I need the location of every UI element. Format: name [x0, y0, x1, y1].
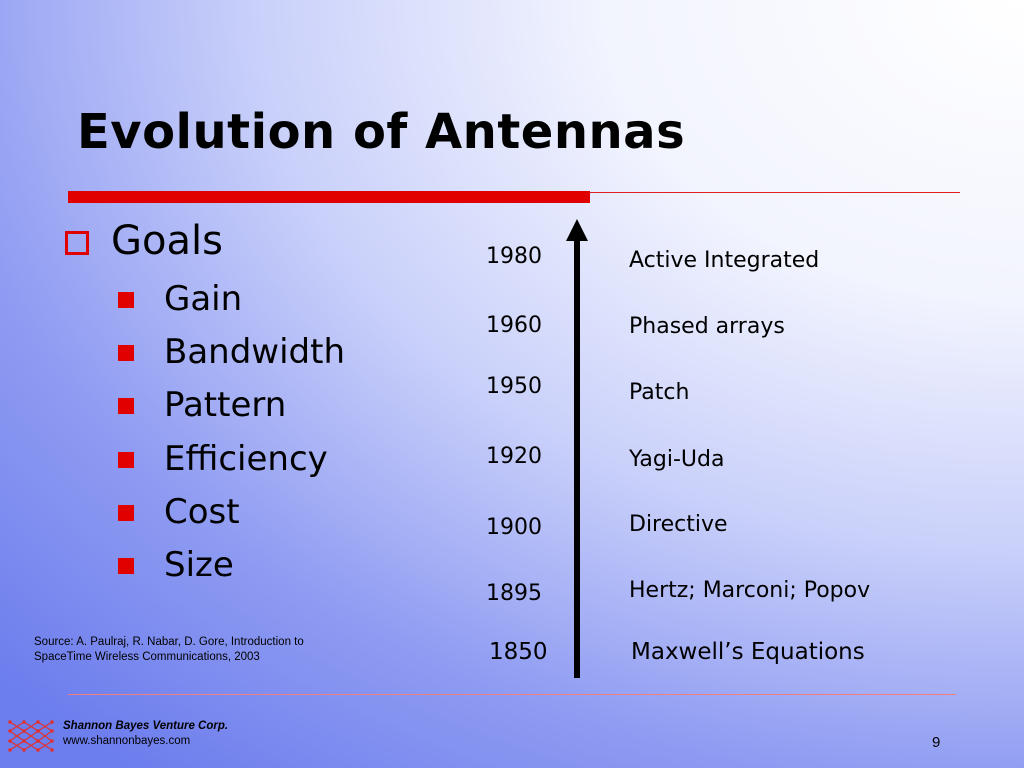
- list-item: Efficiency: [118, 432, 345, 485]
- timeline-event: Directive: [629, 512, 728, 537]
- source-citation-line: SpaceTime Wireless Communications, 2003: [34, 651, 260, 663]
- timeline-event: Phased arrays: [629, 314, 785, 339]
- square-bullet-icon: [118, 451, 134, 468]
- square-bullet-icon: [118, 398, 134, 415]
- source-citation-line: Source: A. Paulraj, R. Nabar, D. Gore, I…: [34, 636, 304, 648]
- list-item: Cost: [118, 485, 345, 538]
- goal-label: Bandwidth: [164, 331, 346, 372]
- timeline-axis: [574, 236, 580, 678]
- timeline-year: 1920: [486, 444, 542, 469]
- timeline-event: Active Integrated: [629, 248, 820, 273]
- title-underline-thin: [590, 192, 960, 193]
- timeline-event: Patch: [629, 380, 690, 405]
- goal-label: Cost: [164, 491, 240, 532]
- company-name: Shannon Bayes Venture Corp.: [63, 720, 229, 732]
- list-item: Gain: [118, 272, 345, 325]
- timeline-event: Hertz; Marconi; Popov: [629, 578, 871, 603]
- goal-list: Gain Bandwidth Pattern Efficiency Cost S…: [118, 272, 345, 592]
- goal-label: Pattern: [164, 385, 287, 426]
- source-citation: Source: A. Paulraj, R. Nabar, D. Gore, I…: [34, 635, 364, 665]
- timeline-year: 1900: [486, 515, 542, 540]
- hollow-square-bullet-icon: [65, 231, 89, 255]
- timeline-year: 1895: [486, 581, 542, 606]
- footer-divider: [68, 694, 956, 695]
- list-item: Size: [118, 538, 345, 591]
- company-url: www.shannonbayes.com: [63, 735, 191, 747]
- list-item: Bandwidth: [118, 325, 345, 378]
- goals-bullet: Goals: [65, 218, 223, 264]
- square-bullet-icon: [118, 504, 134, 521]
- timeline-year: 1950: [486, 374, 542, 399]
- square-bullet-icon: [118, 344, 134, 361]
- timeline-arrow-up-icon: [566, 219, 588, 241]
- title-underline-thick: [68, 191, 590, 203]
- goal-label: Size: [164, 545, 234, 586]
- timeline-event: Yagi-Uda: [629, 447, 725, 472]
- timeline-year: 1960: [486, 313, 542, 338]
- timeline-event: Maxwell’s Equations: [631, 639, 865, 665]
- square-bullet-icon: [118, 291, 134, 308]
- timeline-year: 1980: [486, 244, 542, 269]
- goal-label: Efficiency: [164, 438, 328, 479]
- goal-label: Gain: [164, 278, 243, 319]
- slide-title: Evolution of Antennas: [77, 104, 686, 160]
- timeline-year: 1850: [489, 639, 548, 665]
- company-logo-icon: [8, 720, 54, 752]
- goals-heading: Goals: [111, 218, 223, 264]
- square-bullet-icon: [118, 558, 134, 575]
- list-item: Pattern: [118, 379, 345, 432]
- page-number: 9: [932, 734, 941, 751]
